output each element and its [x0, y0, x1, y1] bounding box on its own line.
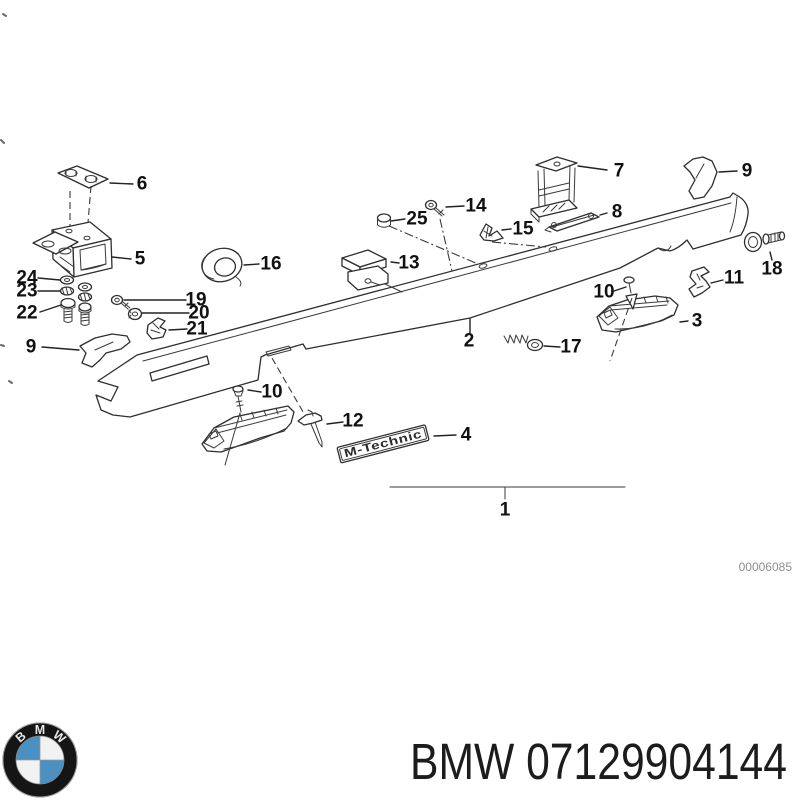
- part-21-clip: [146, 317, 167, 340]
- part-label-14: 14: [465, 196, 487, 217]
- part-7-bracket: [530, 156, 578, 223]
- left-end-cap: [201, 405, 295, 453]
- part-10-left-pin: [224, 385, 244, 466]
- screw-right: [78, 302, 92, 326]
- part-label-22: 22: [16, 303, 37, 324]
- part-label-5: 5: [135, 249, 146, 270]
- part-label-10-right: 10: [593, 282, 614, 303]
- part-13-block: [341, 249, 403, 293]
- footer: B M W BMW 07129904144: [2, 722, 787, 798]
- part-label-4: 4: [461, 425, 472, 446]
- part-10-right-pin: [609, 276, 638, 362]
- part-label-17: 17: [560, 337, 581, 358]
- part-9-left-trim: [79, 333, 131, 368]
- part-20-washer: [127, 307, 143, 321]
- part-17-screw: [503, 334, 544, 352]
- part-25-nut: [376, 213, 479, 265]
- part-19-bolt: [110, 294, 131, 310]
- part-label-18: 18: [761, 259, 782, 280]
- watermark: 00006085: [739, 560, 793, 574]
- part-9-right-trim: [683, 156, 718, 200]
- part-1-line: [389, 486, 626, 500]
- scan-artifacts: [0, 13, 13, 384]
- part-24-washer: [59, 275, 75, 285]
- part-15-clip: [479, 223, 547, 248]
- part-label-3: 3: [692, 311, 703, 332]
- footer-part-number: BMW 07129904144: [410, 733, 787, 790]
- part-8-rail: [544, 212, 600, 233]
- part-23-lockwasher: [59, 286, 75, 296]
- part-label-16: 16: [260, 254, 281, 275]
- part-label-7: 7: [614, 161, 625, 182]
- part-6-plate: [57, 165, 109, 236]
- part-label-10-left: 10: [261, 382, 282, 403]
- leader-lines: [37, 165, 773, 437]
- part-label-2: 2: [464, 331, 475, 352]
- part-2-sill: [95, 192, 749, 418]
- bmw-logo: B M W: [2, 722, 78, 798]
- part-label-24: 24: [16, 268, 38, 289]
- part-22-screw: [60, 297, 76, 323]
- part-5-bracket: [32, 221, 113, 278]
- part-label-21: 21: [186, 319, 208, 340]
- part-label-20: 20: [188, 303, 209, 324]
- washer-stack-right: [77, 282, 93, 302]
- roundel-quarter-tl: [16, 736, 40, 760]
- part-12-rivet: [271, 357, 323, 448]
- part-label-9-left: 9: [26, 337, 37, 358]
- part-label-9-right: 9: [742, 161, 753, 182]
- part-3-end-cap: [596, 295, 679, 333]
- part-label-13: 13: [398, 253, 419, 274]
- part-label-19: 19: [185, 290, 206, 311]
- part-label-8: 8: [612, 202, 623, 223]
- part-label-6: 6: [137, 174, 148, 195]
- part-label-23: 23: [16, 281, 37, 302]
- part-18-bolt: [743, 231, 786, 253]
- part-label-15: 15: [512, 219, 534, 240]
- part-label-1: 1: [500, 500, 511, 521]
- roundel-quarter-tr: [40, 736, 64, 760]
- part-label-25: 25: [406, 209, 428, 230]
- roundel-quarter-bl: [16, 760, 40, 784]
- roundel-quarter-br: [40, 760, 64, 784]
- part-11-clip: [688, 266, 711, 298]
- part-16-grommet: [201, 247, 243, 287]
- part-14-bolt: [424, 199, 453, 272]
- logo-letter-m: M: [35, 723, 45, 737]
- part-label-11: 11: [724, 268, 745, 289]
- part-label-12: 12: [342, 411, 363, 432]
